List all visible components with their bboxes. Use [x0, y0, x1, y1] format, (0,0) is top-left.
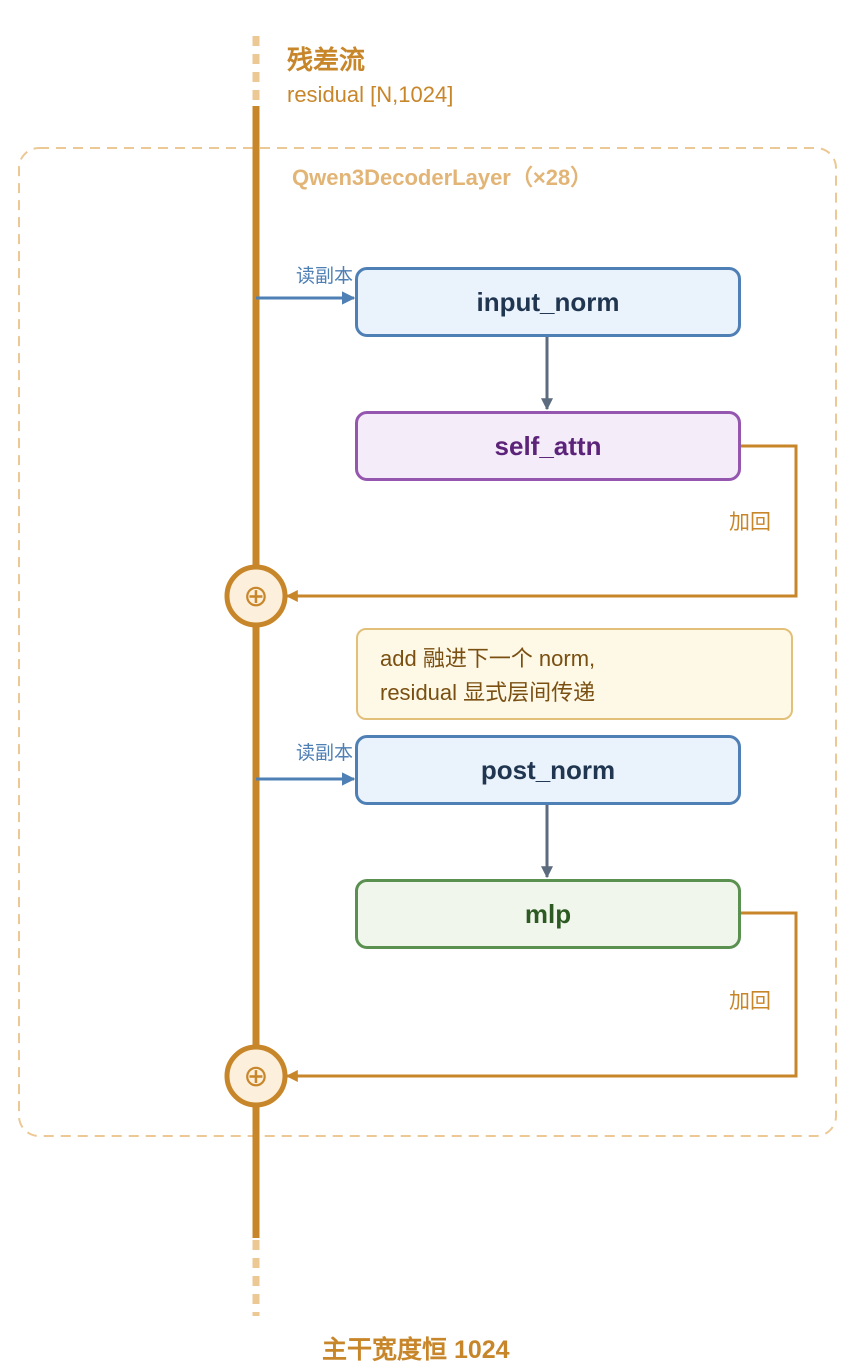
- stream-title: 残差流: [287, 45, 366, 75]
- layer-label: Qwen3DecoderLayer（×28）: [292, 165, 593, 190]
- add-back-label-2: 加回: [729, 990, 771, 1013]
- post-norm-label: post_norm: [480, 754, 616, 785]
- read-copy-label-2: 读副本: [296, 743, 354, 764]
- read-copy-label-1: 读副本: [296, 266, 354, 287]
- post-norm-node: post_norm: [355, 735, 741, 805]
- input-norm-node: input_norm: [355, 267, 741, 337]
- self-attn-label: self_attn: [494, 430, 602, 461]
- decoder-layer-box: [18, 147, 837, 1137]
- stream-subtitle: residual [N,1024]: [287, 82, 454, 107]
- annotation-note: add 融进下一个 norm, residual 显式层间传递: [356, 628, 793, 720]
- add-node-1: ⊕: [224, 564, 288, 628]
- add-symbol-1: ⊕: [243, 579, 268, 614]
- input-norm-label: input_norm: [476, 286, 620, 317]
- add-symbol-2: ⊕: [243, 1059, 268, 1094]
- add-back-label-1: 加回: [729, 511, 771, 534]
- note-line-1: add 融进下一个 norm,: [380, 646, 596, 671]
- add-back-path-1: [285, 444, 798, 602]
- mlp-node: mlp: [355, 879, 741, 949]
- note-line-2: residual 显式层间传递: [380, 680, 596, 705]
- self-attn-node: self_attn: [355, 411, 741, 481]
- footer-caption: 主干宽度恒 1024: [322, 1336, 510, 1364]
- add-node-2: ⊕: [224, 1044, 288, 1108]
- add-back-path-2: [285, 911, 798, 1082]
- mlp-label: mlp: [524, 898, 572, 929]
